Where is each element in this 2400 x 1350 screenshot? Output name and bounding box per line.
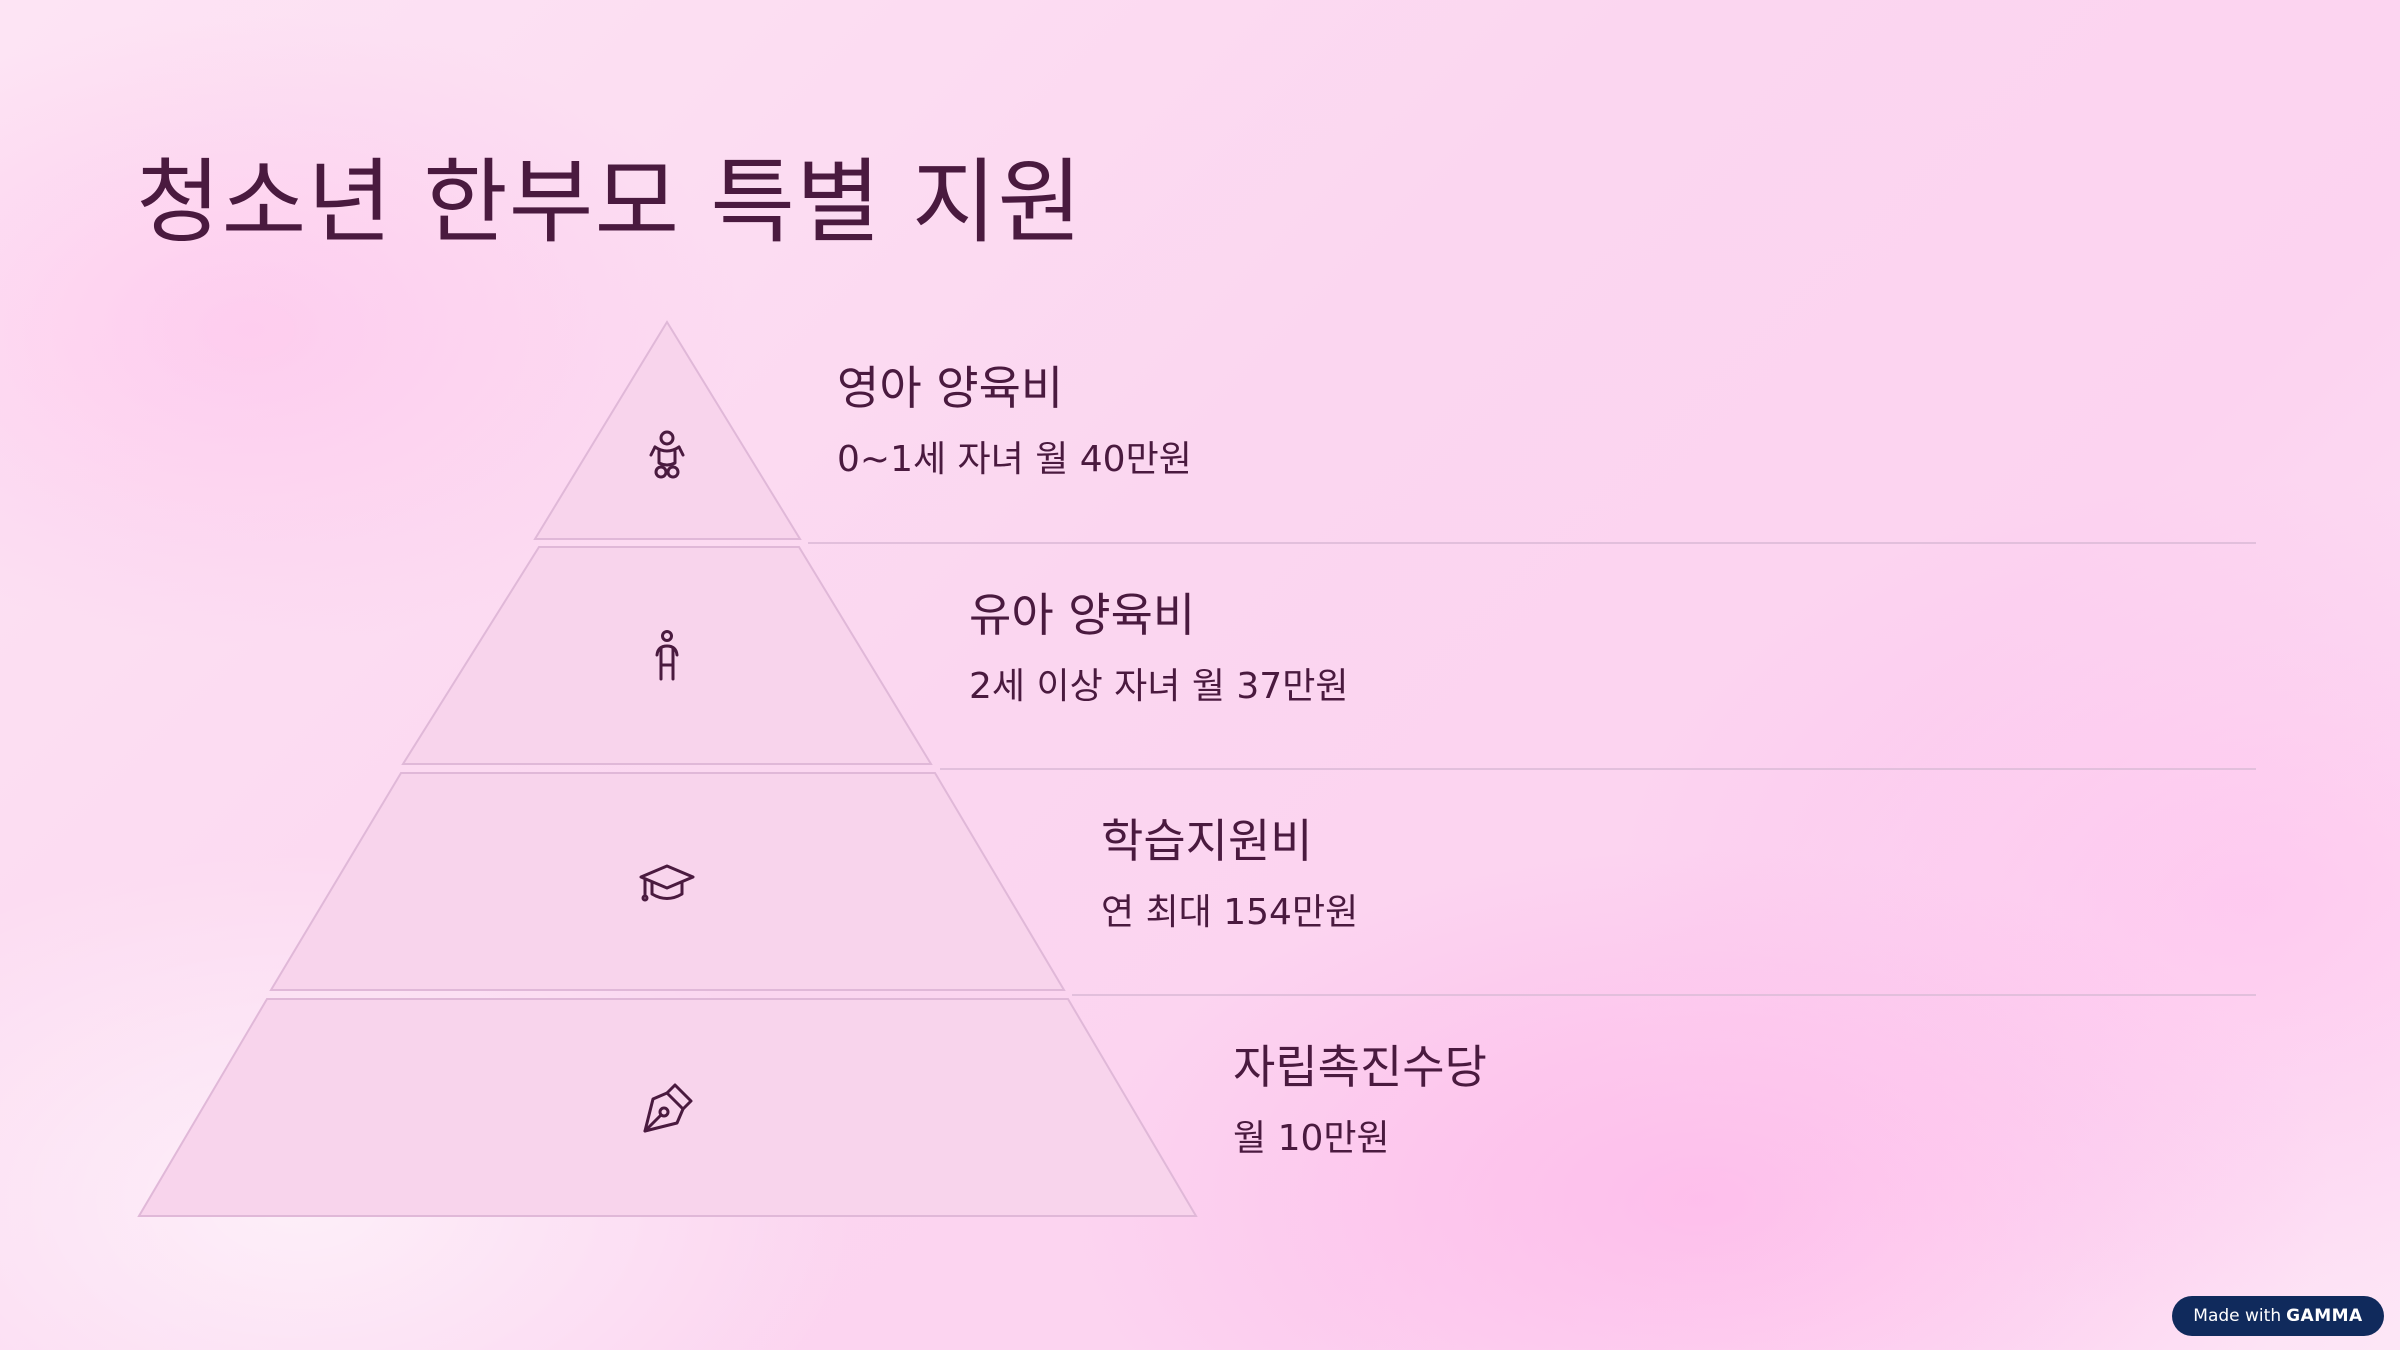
page-title: 청소년 한부모 특별 지원 [136,149,1084,256]
tier-text-4: 자립촉진수당 월 10만원 [1233,1039,1487,1161]
tier-text-1: 영아 양육비 0~1세 자녀 월 40만원 [837,360,1192,482]
pyramid-tier-2 [401,546,933,765]
pen-nib-icon [637,1079,697,1139]
tier-description: 0~1세 자녀 월 40만원 [837,439,1192,480]
graduation-cap-icon [637,853,697,913]
tier-heading: 유아 양육비 [969,588,1196,642]
pyramid-tier-3 [269,772,1066,991]
tier-description: 2세 이상 자녀 월 37만원 [969,666,1349,707]
baby-icon [637,425,697,485]
tier-heading: 학습지원비 [1101,814,1313,868]
tier-heading: 영아 양육비 [837,361,1064,415]
made-with-gamma-badge[interactable]: Made with GAMMA [2172,1296,2384,1336]
tier-description: 월 10만원 [1233,1118,1390,1159]
tier-heading: 자립촉진수당 [1233,1040,1487,1094]
gamma-logo: GAMMA [2286,1306,2363,1326]
pyramid-tier-1 [533,320,802,540]
tier-description: 연 최대 154만원 [1101,892,1359,933]
tier-text-3: 학습지원비 연 최대 154만원 [1101,813,1358,935]
child-icon [637,627,697,687]
badge-prefix: Made with [2193,1306,2282,1326]
tier-divider-2 [940,768,2256,770]
pyramid-tier-4 [137,998,1198,1217]
tier-text-2: 유아 양육비 2세 이상 자녀 월 37만원 [969,587,1348,709]
tier-divider-3 [1072,994,2256,996]
tier-divider-1 [808,542,2256,544]
